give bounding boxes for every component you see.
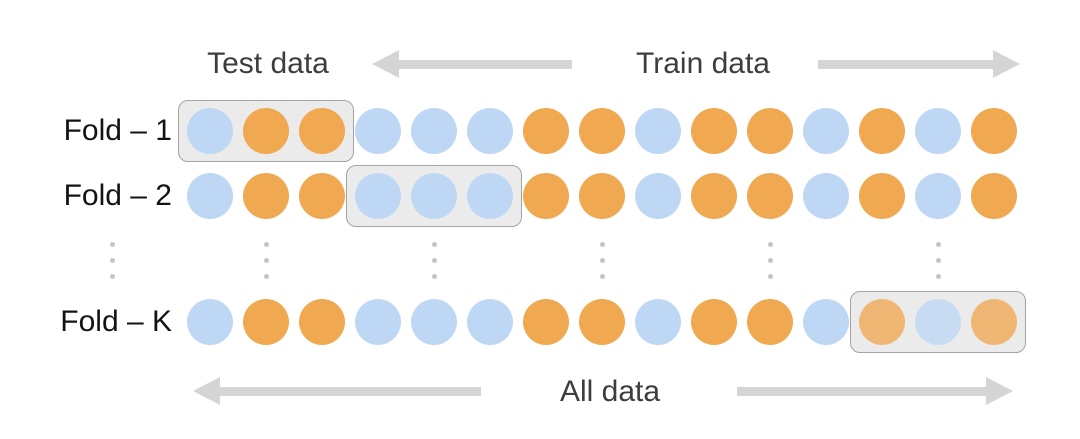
ellipsis-dot [600,274,605,279]
ellipsis-dot [110,274,115,279]
data-point-orange-dot [243,299,289,345]
test-data-left-arrow-icon [372,50,572,78]
all-data-left-arrow-icon [193,377,481,405]
ellipsis-dot [110,258,115,263]
data-point-blue-dot [915,173,961,219]
arrow-shaft [220,386,481,396]
arrow-head [372,50,399,78]
data-point-blue-dot [803,299,849,345]
vertical-ellipsis-icon [600,242,605,279]
ellipsis-dot [936,274,941,279]
vertical-ellipsis-icon [936,242,941,279]
ellipsis-dot [264,242,269,247]
data-point-blue-dot [467,108,513,154]
data-point-orange-dot [747,173,793,219]
ellipsis-dot [264,274,269,279]
all-data-right-arrow-icon [737,377,1013,405]
data-point-blue-dot [411,173,457,219]
data-point-orange-dot [299,299,345,345]
data-point-orange-dot [859,173,905,219]
data-point-blue-dot [467,299,513,345]
ellipsis-dot [600,242,605,247]
arrow-shaft [737,386,986,396]
data-point-blue-dot [467,173,513,219]
arrow-shaft [399,59,572,69]
arrow-head [193,377,220,405]
ellipsis-dot [600,258,605,263]
ellipsis-dot [432,258,437,263]
all-data-label: All data [559,375,661,408]
ellipsis-dot [264,258,269,263]
data-point-blue-dot [187,173,233,219]
data-point-orange-dot [243,173,289,219]
data-point-blue-dot [187,108,233,154]
data-point-blue-dot [355,173,401,219]
data-point-blue-dot [803,108,849,154]
ellipsis-dot [110,242,115,247]
data-point-orange-dot [971,173,1017,219]
data-point-orange-dot [243,108,289,154]
data-point-orange-dot [579,173,625,219]
vertical-ellipsis-icon [432,242,437,279]
ellipsis-dot [432,274,437,279]
fold-label: Fold – K [60,305,172,338]
fold-row: Fold – 1 [0,100,1080,162]
data-point-orange-dot [691,173,737,219]
data-point-orange-dot [971,299,1017,345]
data-point-orange-dot [971,108,1017,154]
data-point-blue-dot [355,299,401,345]
vertical-ellipsis-icon [110,242,115,279]
ellipsis-dot [936,258,941,263]
data-point-orange-dot [691,299,737,345]
test-data-label: Test data [207,47,329,80]
data-point-blue-dot [411,299,457,345]
ellipsis-dot [936,242,941,247]
fold-row: Fold – K [0,291,1080,353]
data-point-orange-dot [747,299,793,345]
data-point-blue-dot [635,173,681,219]
data-point-orange-dot [523,299,569,345]
arrow-head [986,377,1013,405]
data-point-orange-dot [859,108,905,154]
arrow-head [993,50,1020,78]
arrow-shaft [818,59,993,69]
vertical-ellipsis-icon [264,242,269,279]
fold-label: Fold – 2 [63,179,172,212]
data-point-blue-dot [915,299,961,345]
data-point-blue-dot [635,108,681,154]
data-point-orange-dot [691,108,737,154]
data-point-blue-dot [635,299,681,345]
data-point-orange-dot [523,108,569,154]
ellipsis-dot [768,258,773,263]
data-point-orange-dot [299,108,345,154]
data-point-orange-dot [579,108,625,154]
data-point-orange-dot [579,299,625,345]
ellipsis-dot [432,242,437,247]
data-point-blue-dot [411,108,457,154]
data-point-orange-dot [859,299,905,345]
data-point-blue-dot [355,108,401,154]
data-point-orange-dot [747,108,793,154]
fold-label: Fold – 1 [63,114,172,147]
data-point-blue-dot [803,173,849,219]
data-point-blue-dot [915,108,961,154]
train-data-label: Train data [636,47,770,80]
ellipsis-dot [768,242,773,247]
data-point-blue-dot [187,299,233,345]
data-point-orange-dot [523,173,569,219]
ellipsis-dot [768,274,773,279]
train-data-right-arrow-icon [818,50,1020,78]
vertical-ellipsis-icon [768,242,773,279]
fold-row: Fold – 2 [0,165,1080,227]
data-point-orange-dot [299,173,345,219]
